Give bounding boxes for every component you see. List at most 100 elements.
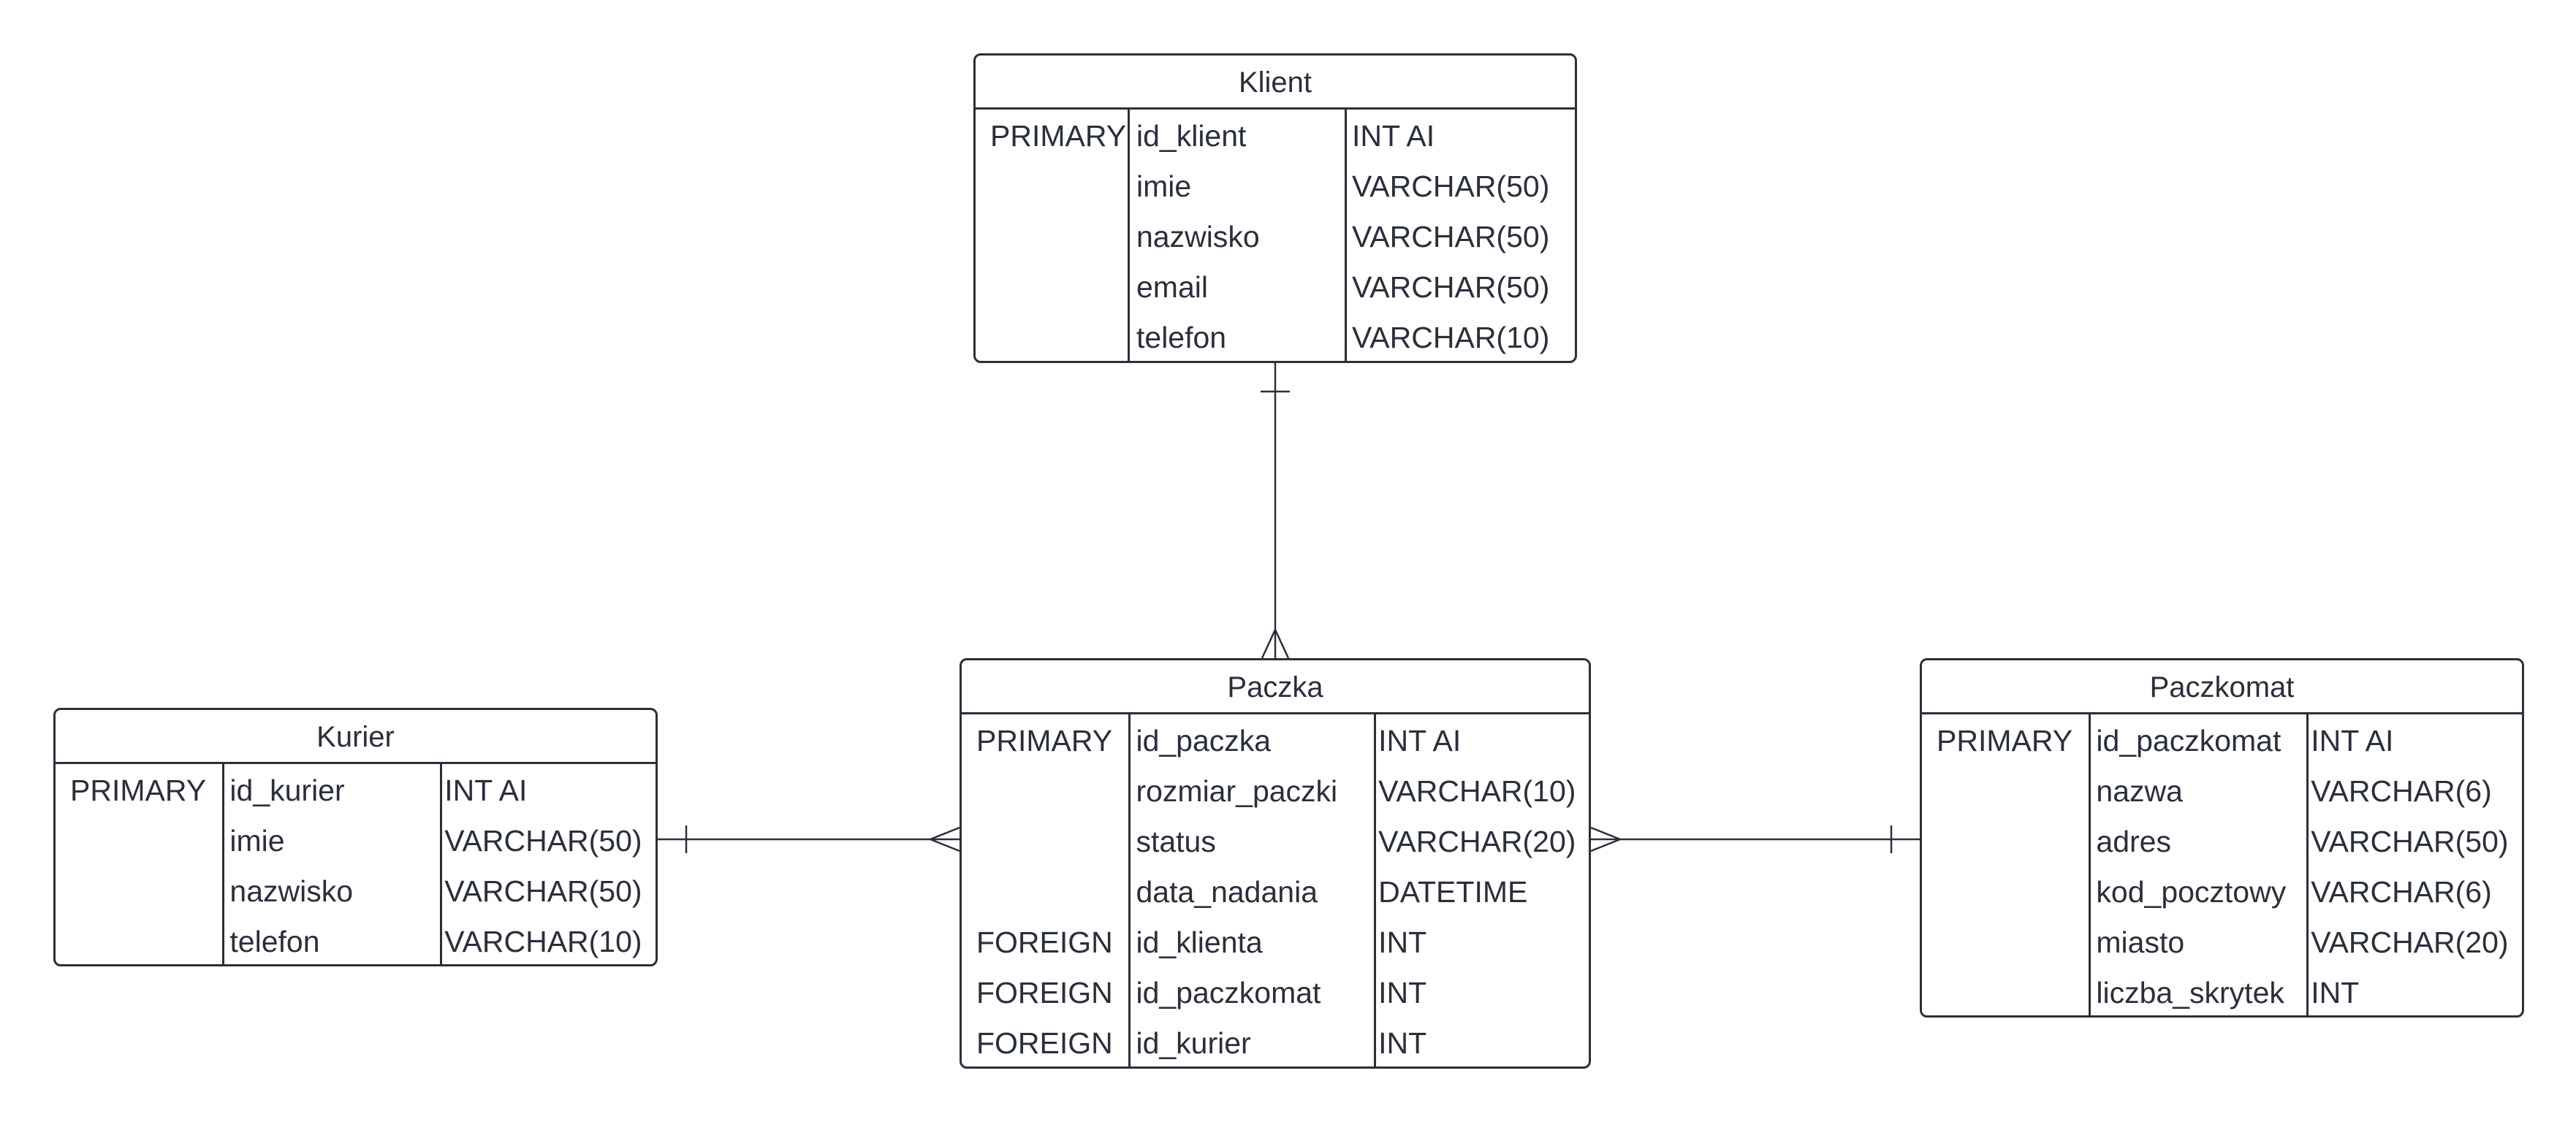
field-key: FOREIGN — [976, 1026, 1113, 1060]
field-name: id_paczkomat — [1136, 976, 1321, 1010]
field-name: nazwisko — [1136, 220, 1260, 253]
column-divider — [1128, 110, 1130, 361]
field-name: data_nadania — [1136, 875, 1318, 909]
field-row[interactable]: liczba_skrytek INT — [1922, 968, 2522, 1015]
entity-paczka[interactable]: Paczka PRIMARY id_paczka INT AI rozmiar_pac… — [960, 658, 1591, 1069]
field-type: VARCHAR(6) — [2311, 875, 2492, 909]
field-name: id_paczkomat — [2096, 724, 2281, 757]
column-divider — [1374, 714, 1376, 1066]
field-type: VARCHAR(6) — [2311, 774, 2492, 808]
field-key: FOREIGN — [976, 976, 1113, 1010]
field-key — [1922, 917, 2089, 968]
field-type: VARCHAR(50) — [1352, 220, 1550, 253]
field-key — [1922, 766, 2089, 817]
connector-klient-paczka[interactable] — [1261, 363, 1290, 659]
field-name: id_klienta — [1136, 926, 1263, 959]
field-row[interactable]: telefon VARCHAR(10) — [56, 917, 656, 964]
column-divider — [222, 764, 224, 964]
field-type: VARCHAR(50) — [444, 874, 642, 908]
field-row[interactable]: imie VARCHAR(50) — [56, 816, 656, 866]
field-type: INT — [1378, 976, 1427, 1010]
connector-paczkomat-paczka[interactable] — [1590, 825, 1920, 853]
field-row[interactable]: FOREIGN id_paczkomat INT — [962, 968, 1589, 1018]
column-divider — [1128, 714, 1131, 1066]
field-row[interactable]: FOREIGN id_kurier INT — [962, 1018, 1589, 1066]
field-type: VARCHAR(10) — [444, 925, 642, 958]
entity-title: Paczkomat — [1922, 660, 2522, 714]
field-row[interactable]: kod_pocztowy VARCHAR(6) — [1922, 867, 2522, 917]
field-name: telefon — [229, 925, 320, 958]
entity-title: Kurier — [56, 710, 656, 764]
field-row[interactable]: data_nadania DATETIME — [962, 867, 1589, 917]
field-type: INT AI — [1352, 119, 1435, 153]
field-name: id_kurier — [229, 774, 345, 807]
field-row[interactable]: nazwisko VARCHAR(50) — [56, 866, 656, 917]
field-key — [1922, 968, 2089, 1015]
field-type: VARCHAR(50) — [444, 824, 642, 858]
field-key — [56, 816, 222, 866]
field-type: VARCHAR(10) — [1378, 774, 1576, 808]
field-key — [56, 866, 222, 917]
field-name: imie — [229, 824, 285, 858]
field-name: status — [1136, 825, 1216, 858]
field-type: INT — [1378, 1026, 1427, 1060]
field-key — [1922, 867, 2089, 917]
field-type: DATETIME — [1378, 875, 1528, 909]
field-name: imie — [1136, 169, 1192, 203]
field-key — [962, 867, 1128, 917]
field-row[interactable]: PRIMARY id_paczka INT AI — [962, 716, 1589, 766]
crowfoot-bottom — [1590, 838, 1621, 852]
field-key — [962, 817, 1128, 867]
field-name: telefon — [1136, 321, 1227, 354]
field-key: PRIMARY — [976, 724, 1113, 757]
field-type: INT — [1378, 926, 1427, 959]
field-name: rozmiar_paczki — [1136, 774, 1338, 808]
crowfoot-top — [930, 826, 960, 841]
field-type: INT AI — [2311, 724, 2394, 757]
field-key — [962, 766, 1128, 817]
entity-title: Paczka — [962, 660, 1589, 714]
field-type: VARCHAR(20) — [1378, 825, 1576, 858]
column-divider — [440, 764, 442, 964]
field-key — [976, 313, 1129, 361]
field-name: kod_pocztowy — [2096, 875, 2287, 909]
field-type: INT — [2311, 976, 2360, 1010]
field-row[interactable]: miasto VARCHAR(20) — [1922, 917, 2522, 968]
field-name: id_paczka — [1136, 724, 1272, 757]
column-divider — [2089, 714, 2091, 1015]
field-name: nazwisko — [229, 874, 354, 908]
field-name: id_kurier — [1136, 1026, 1251, 1060]
crowfoot-top — [1590, 826, 1621, 841]
field-key — [976, 161, 1129, 212]
field-name: liczba_skrytek — [2096, 976, 2284, 1010]
field-type: VARCHAR(20) — [2311, 926, 2509, 959]
field-key: PRIMARY — [70, 774, 207, 807]
field-type: INT AI — [1378, 724, 1462, 757]
field-name: id_klient — [1136, 119, 1247, 153]
field-key — [976, 212, 1129, 262]
field-row[interactable]: nazwisko VARCHAR(50) — [976, 212, 1575, 262]
field-type: VARCHAR(50) — [2311, 825, 2509, 858]
field-row[interactable]: rozmiar_paczki VARCHAR(10) — [962, 766, 1589, 817]
field-name: miasto — [2096, 926, 2185, 959]
entity-title: Klient — [976, 56, 1575, 110]
field-row[interactable]: status VARCHAR(20) — [962, 817, 1589, 867]
connector-kurier-paczka[interactable] — [658, 825, 960, 853]
